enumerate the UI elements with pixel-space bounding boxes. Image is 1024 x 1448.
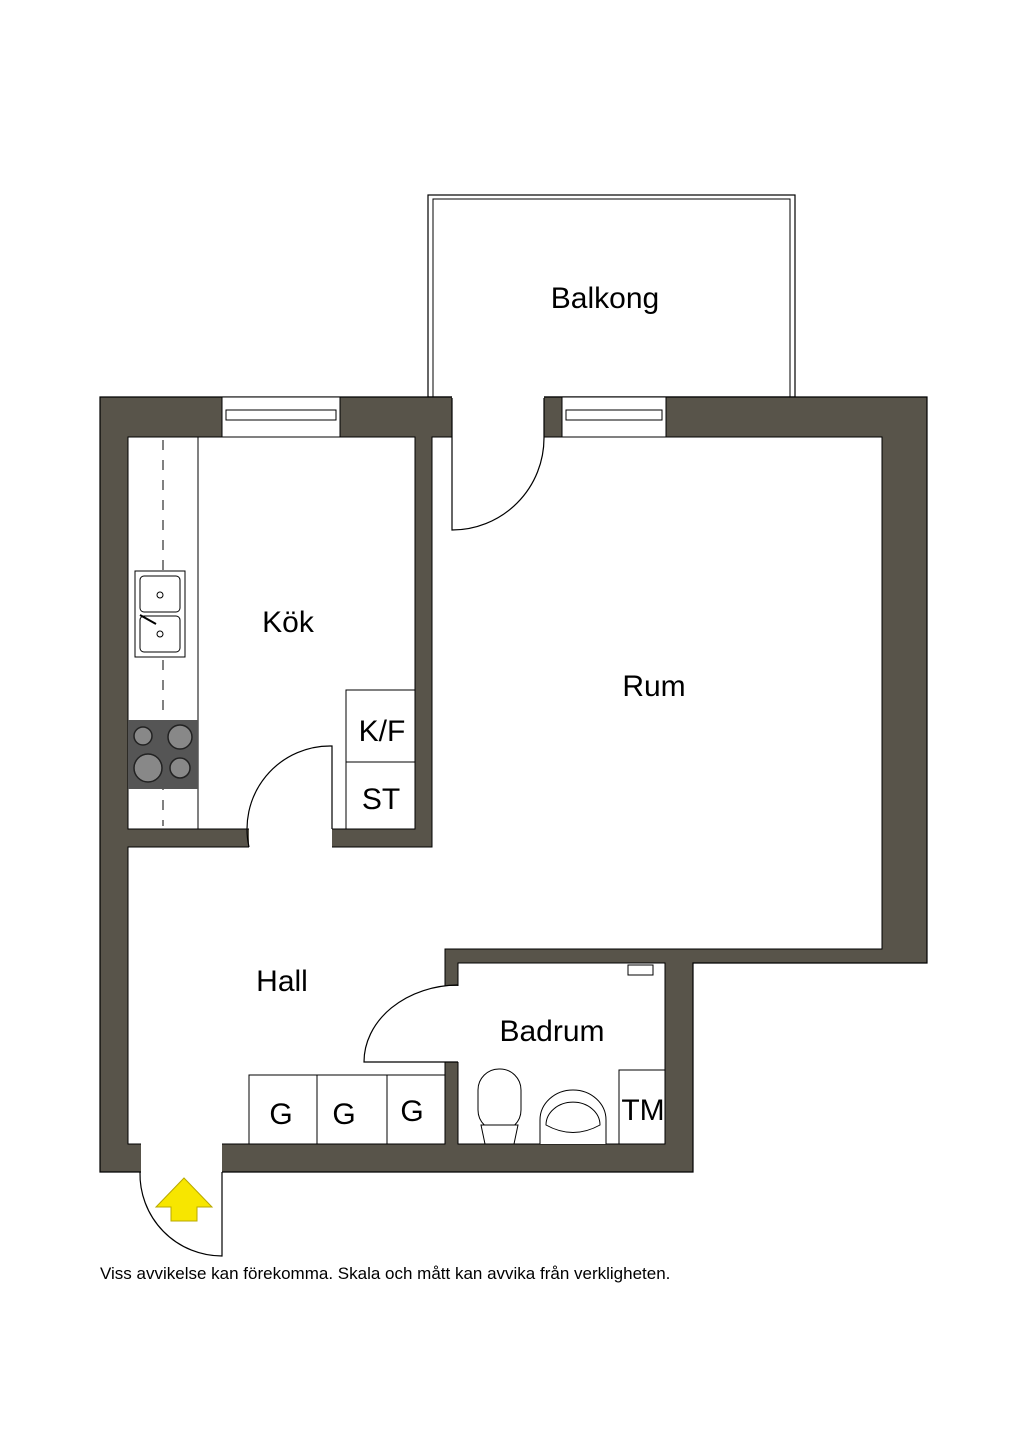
washing-machine — [618, 1069, 666, 1145]
wardrobe-label: G — [269, 1098, 292, 1131]
balcony-door[interactable] — [451, 398, 545, 531]
toilet-icon — [477, 1068, 522, 1145]
wardrobe[interactable] — [386, 1074, 446, 1145]
fridge-label: K/F — [359, 715, 406, 748]
disclaimer: Viss avvikelse kan förekomma. Skala och … — [100, 1264, 671, 1283]
stove-icon — [128, 720, 198, 789]
balcony — [427, 194, 796, 398]
kitchen-door[interactable] — [246, 745, 333, 848]
wardrobe[interactable] — [248, 1074, 318, 1145]
washbasin-icon — [539, 1089, 607, 1144]
shower-icon — [627, 964, 654, 976]
entry-door[interactable] — [139, 1171, 223, 1257]
entry-arrow-icon — [154, 1177, 214, 1222]
stove-cabinet — [345, 761, 416, 830]
room-label-bathroom: Badrum — [499, 1015, 604, 1048]
room-label-rum: Rum — [622, 670, 685, 703]
washing-machine-label: TM — [621, 1094, 664, 1127]
fridge-freezer — [345, 689, 416, 763]
bathroom-door[interactable] — [363, 984, 459, 1063]
wardrobe-label: G — [400, 1095, 423, 1128]
kitchen-counter — [134, 437, 199, 829]
wardrobe[interactable] — [316, 1074, 388, 1145]
room-label-kitchen: Kök — [262, 606, 315, 639]
wardrobe-label: G — [332, 1098, 355, 1131]
kitchen-window — [221, 396, 341, 438]
stove-cabinet-label: ST — [362, 783, 400, 816]
room-label-balcony: Balkong — [551, 282, 659, 315]
room-label-hall: Hall — [256, 965, 308, 998]
rum-window — [561, 396, 667, 438]
